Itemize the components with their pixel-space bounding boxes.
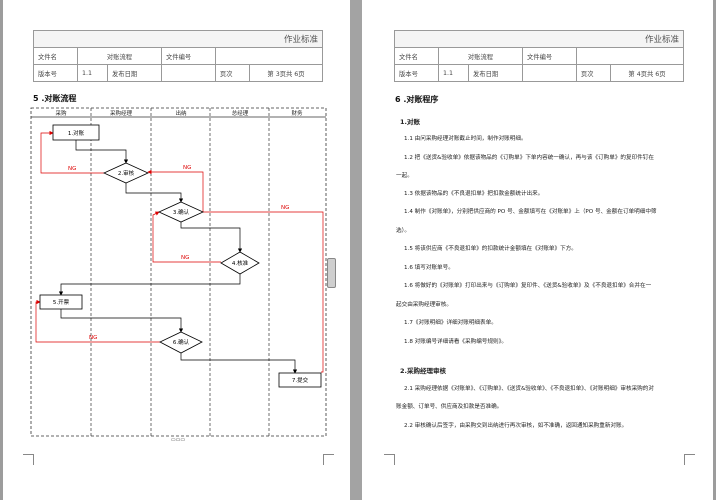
scroll-handle[interactable] [327, 258, 336, 288]
flow-node-3 [158, 201, 204, 223]
flow-node-6 [159, 331, 203, 354]
flow-arrow [60, 309, 184, 333]
page-info: 第 3页共 6页 [249, 64, 323, 82]
procedure-line: 起交由采购经理审核。 [396, 302, 452, 308]
flow-node-1 [52, 124, 100, 141]
flow-node-7 [278, 372, 322, 388]
procedure-heading: 2.采购经理审核 [400, 367, 446, 375]
flow-node-4-label: 4.核准 [232, 259, 249, 267]
section-title-flow: 5 .对账流程 [33, 94, 77, 103]
section-title-procedure: 6 .对账程序 [395, 95, 439, 104]
lane-label: 采购 [55, 109, 67, 117]
page-left: 作业标准 文件名 对账流程 文件编号 版本号 1.1 发布日期 页次 第 3页共… [3, 0, 350, 500]
doc-header-table: 作业标准 文件名 对账流程 文件编号 版本号 1.1 发布日期 页次 第 4页共… [393, 30, 685, 82]
ng-arrow [40, 130, 104, 174]
ng-arrow [203, 211, 324, 373]
flow-node-2 [103, 162, 149, 184]
lane-label: 总经理 [232, 109, 249, 117]
flowchart: 采购 采购经理 出纳 总经理 财务 NG NG NG NG NG 1.对账 2.… [30, 107, 327, 443]
ng-arrow [152, 211, 221, 263]
lane-label: 采购经理 [110, 109, 133, 117]
ng-label: NG [68, 166, 76, 172]
procedure-line: 1.8 对账编号详细请看《采购编号规则》。 [404, 339, 507, 345]
date-label: 发布日期 [468, 64, 523, 82]
procedure-line: 选）。 [396, 228, 410, 234]
flow-node-5 [39, 294, 83, 310]
doc-header-table: 作业标准 文件名 对账流程 文件编号 版本号 1.1 发布日期 页次 第 3页共… [32, 30, 324, 82]
ng-label: NG [89, 335, 97, 341]
procedure-heading: 1.对账 [400, 118, 420, 126]
procedure-line: 2.2 审核确认后签字，由采购交到出纳进行再次审核，如不准确，返回通知采购重新对… [404, 423, 628, 429]
flow-node-5-label: 5.开票 [53, 299, 70, 306]
procedure-line: 1.5 将该供应商《不良退扣单》的扣款统计金额填在《对账单》下方。 [404, 246, 577, 252]
version-value: 1.1 [438, 64, 470, 82]
page-label: 页次 [214, 64, 251, 82]
header-standard: 作业标准 [33, 30, 323, 48]
procedure-line: 1.2 把《送货&验收单》依据该物品的《订购单》下单内容统一确认，再与该《订购单… [404, 155, 654, 161]
ng-label: NG [183, 165, 191, 171]
procedure-line: 1.1 由问采购经理对账截止时间，制作对账明细。 [404, 136, 527, 142]
procedure-line: 一起。 [396, 173, 413, 179]
flow-footer: ▭▭▭ [171, 437, 185, 443]
flow-frame [30, 107, 327, 437]
file-name-label: 文件名 [32, 47, 79, 65]
procedure-line: 1.6 将做好的《对账单》打印出来与《订购单》复印件、《送货&验收单》及《不良退… [404, 283, 652, 289]
flow-node-2-label: 2.审核 [118, 169, 135, 177]
file-name-value: 对账流程 [438, 47, 523, 65]
flow-arrow [180, 353, 298, 374]
file-no-label: 文件编号 [521, 47, 577, 65]
page-right: 作业标准 文件名 对账流程 文件编号 版本号 1.1 发布日期 页次 第 4页共… [362, 0, 713, 500]
flow-arrow [58, 274, 241, 296]
lane-label: 出纳 [175, 109, 187, 117]
procedure-line: 1.7《对账明细》详细对账明细表单。 [404, 320, 497, 326]
procedure-line: 1.3 依据该物品的《不良退扣单》把扣款金额统计出来。 [404, 191, 544, 197]
flow-arrow [125, 183, 184, 203]
procedure-line: 账金额、订单号、供应商及扣款是否准确。 [396, 404, 503, 410]
crop-mark [684, 454, 695, 465]
header-standard: 作业标准 [394, 30, 684, 48]
flow-node-7-label: 7.提交 [292, 376, 309, 384]
page-gap [350, 0, 362, 500]
version-label: 版本号 [393, 64, 440, 82]
procedure-line: 1.6 填写对账单号。 [404, 265, 454, 271]
flow-node-1-label: 1.对账 [68, 129, 85, 137]
crop-mark [323, 454, 334, 465]
procedure-line: 2.1 采购经理依据《对账单》、《订购单》、《送货&验收单》、《不良退扣单》、《… [404, 386, 654, 392]
version-value: 1.1 [77, 64, 109, 82]
flow-node-3-label: 3.确认 [173, 208, 190, 216]
ng-arrow [147, 169, 204, 212]
procedure-line: 1.4 制作《对账单》，分别把供应商的 PO 号、金额填写在《对账单》上（PO … [404, 209, 657, 215]
flow-arrow [180, 222, 243, 253]
version-label: 版本号 [32, 64, 79, 82]
ng-arrow [35, 299, 160, 343]
flow-node-6-label: 6.确认 [173, 338, 190, 346]
ng-label: NG [181, 255, 189, 261]
file-name-label: 文件名 [393, 47, 440, 65]
ng-label: NG [281, 205, 289, 211]
file-no-value [575, 47, 685, 65]
flow-node-4 [220, 251, 260, 275]
lane-label: 财务 [291, 109, 303, 117]
date-value [521, 64, 577, 82]
page-info: 第 4页共 6页 [610, 64, 684, 82]
page-label: 页次 [575, 64, 612, 82]
flow-arrow [75, 140, 129, 164]
crop-mark [384, 454, 395, 465]
crop-mark [23, 454, 34, 465]
